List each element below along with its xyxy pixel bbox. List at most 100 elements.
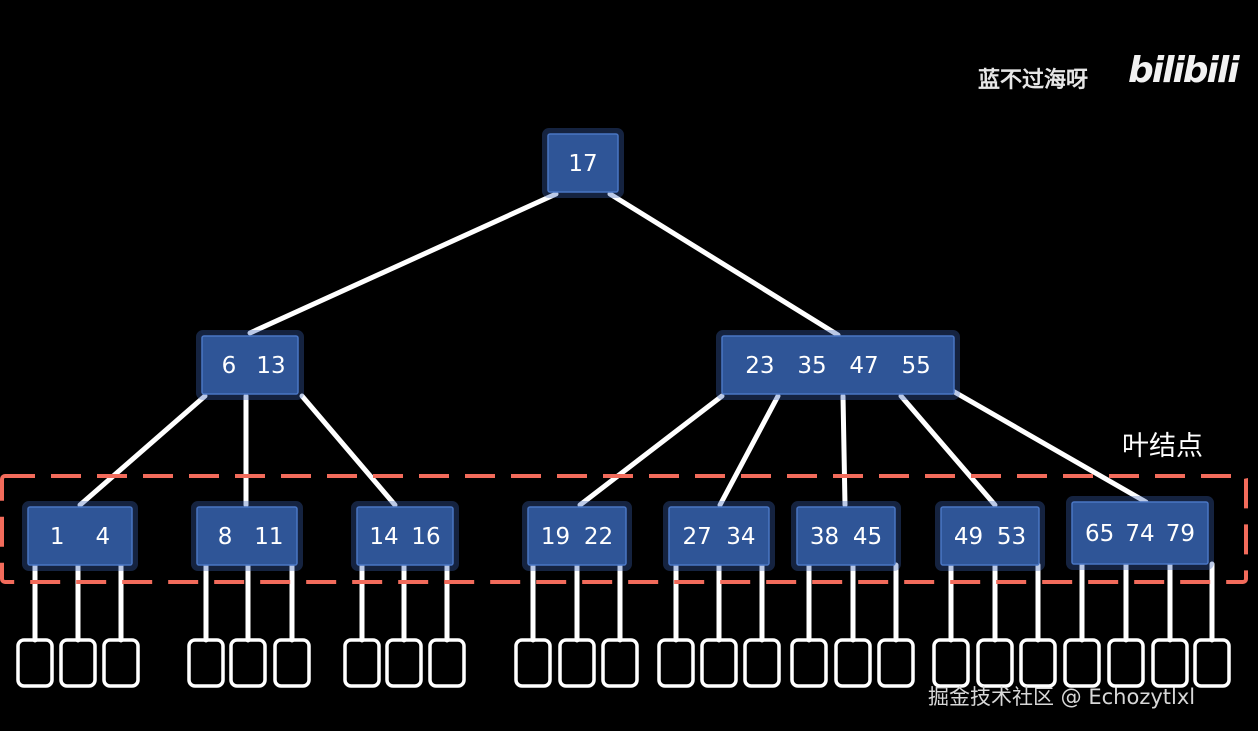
leaf-node-3-box [356, 506, 454, 566]
tree-edge-10 [948, 387, 1149, 505]
child-pointer-box [59, 638, 97, 688]
node-key: 53 [997, 524, 1026, 550]
tree-edge-1 [247, 191, 559, 336]
internal-node-1-box [201, 335, 299, 395]
node-key: 4 [95, 524, 110, 550]
leaf-node-7-glow [935, 501, 1045, 571]
child-pointer-box [385, 638, 423, 688]
child-pointer-box [877, 638, 915, 688]
root-node-box [547, 133, 619, 193]
child-pointer-box [428, 638, 466, 688]
node-key: 47 [849, 353, 878, 379]
node-key: 22 [584, 524, 613, 550]
leaf-node-4-glow [522, 501, 632, 571]
tree-edge-8 [840, 393, 848, 508]
node-key: 1 [50, 524, 65, 550]
node-key: 11 [254, 524, 283, 550]
node-key: 17 [568, 151, 597, 177]
author-watermark: 蓝不过海呀 [978, 68, 1089, 93]
child-pointer-box [700, 638, 738, 688]
site-watermark: 掘金技术社区 @ Echozytlxl [928, 685, 1196, 709]
child-pointer-box [343, 638, 381, 688]
node-key: 19 [541, 524, 570, 550]
node-key: 13 [256, 353, 285, 379]
child-pointer-box [834, 638, 872, 688]
internal-node-2-box [721, 335, 955, 395]
leaf-node-7-box [940, 506, 1040, 566]
leaf-child-links [32, 561, 1215, 643]
node-key: 55 [901, 353, 930, 379]
child-pointer-box [601, 638, 639, 688]
node-key: 23 [745, 353, 774, 379]
leaf-node-3-glow [351, 501, 459, 571]
child-pointer-box [932, 638, 970, 688]
leaf-node-1-glow [22, 501, 138, 571]
leaf-node-2: 8 11 [191, 501, 303, 571]
tree-edge-7 [717, 393, 781, 508]
child-pointer-box [102, 638, 140, 688]
node-key: 6 [222, 353, 237, 379]
node-key: 14 [369, 524, 398, 550]
node-key: 38 [810, 524, 839, 550]
child-pointer-box [273, 638, 311, 688]
node-key: 35 [797, 353, 826, 379]
node-key: 27 [682, 524, 711, 550]
node-key: 74 [1125, 521, 1154, 547]
child-pointer-box [1151, 638, 1189, 688]
leaf-node-5: 27 34 [663, 501, 775, 571]
child-pointer-box [558, 638, 596, 688]
node-key: 49 [954, 524, 983, 550]
tree-edge-6 [577, 393, 725, 508]
leaf-node-6-box [796, 506, 896, 566]
tree-edges [77, 191, 1149, 508]
leaf-node-5-glow [663, 501, 775, 571]
leaf-node-1-box [27, 506, 133, 566]
leaf-node-4-box [527, 506, 627, 566]
leaf-node-6-glow [791, 501, 901, 571]
child-pointer-box [514, 638, 552, 688]
tree-edge-2 [607, 191, 841, 338]
tree-edge-3 [77, 393, 208, 508]
internal-node-2-glow [716, 330, 960, 400]
leaf-node-2-glow [191, 501, 303, 571]
leaf-node-7: 49 53 [935, 501, 1045, 571]
node-key: 34 [726, 524, 755, 550]
root-node-glow [542, 128, 624, 198]
internal-node-1-glow [196, 330, 304, 400]
child-pointer-box [1019, 638, 1057, 688]
child-pointer-box [657, 638, 695, 688]
child-pointer-box [229, 638, 267, 688]
child-pointer-box [790, 638, 828, 688]
node-key: 8 [218, 524, 233, 550]
node-key: 79 [1166, 521, 1195, 547]
child-pointer-box [1107, 638, 1145, 688]
node-key: 65 [1085, 521, 1114, 547]
node-key: 45 [853, 524, 882, 550]
internal-node-2: 23 35 47 55 [716, 330, 960, 400]
leaf-node-8-glow [1066, 496, 1214, 570]
internal-node-1: 6 13 [196, 330, 304, 400]
leaf-level-frame [0, 474, 1248, 584]
child-pointer-box [976, 638, 1014, 688]
leaf-node-5-box [668, 506, 770, 566]
child-pointer-box [1063, 638, 1101, 688]
leaf-node-2-box [196, 506, 298, 566]
leaf-child-boxes [16, 638, 1231, 688]
leaf-node-8: 65 74 79 [1066, 496, 1214, 570]
bilibili-logo: bilibili [1128, 50, 1240, 91]
leaf-node-label: 叶结点 [1122, 431, 1203, 462]
tree-edge-9 [898, 393, 998, 508]
child-pointer-box [743, 638, 781, 688]
tree-edge-5 [299, 393, 398, 508]
root-node: 17 [542, 128, 624, 198]
leaf-node-8-box [1071, 501, 1209, 565]
child-pointer-box [1193, 638, 1231, 688]
child-pointer-box [187, 638, 225, 688]
child-pointer-box [16, 638, 54, 688]
leaf-node-6: 38 45 [791, 501, 901, 571]
